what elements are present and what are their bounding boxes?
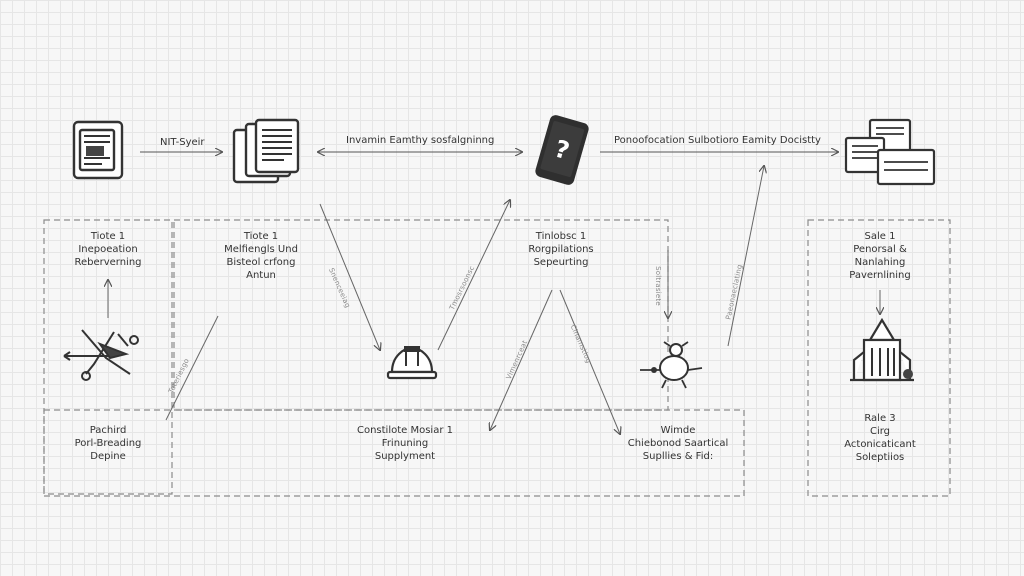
center-bottom-label: Constilote Mosiar 1 Frinuning Supplyment — [356, 425, 453, 462]
building-icon — [850, 318, 914, 382]
group-frame-left — [43, 219, 173, 495]
left-group-title: Tiote 1 Inepoeation Reberverning — [74, 231, 142, 268]
arrow-hat-to-phone — [437, 200, 510, 351]
top-label-3: Ponoofocation Sulbotioro Eamity Docistty — [614, 135, 821, 146]
edge-label: Soltrasiete — [653, 266, 662, 306]
drone-icon — [640, 341, 703, 389]
arrow-center-to-bottom — [490, 289, 553, 430]
group-frame-center — [173, 219, 669, 411]
center-right-group-title: Tinlobsc 1 Rorgpilations Sepeurting — [528, 231, 594, 268]
arrow-center-to-wimde — [559, 289, 620, 434]
hard-hat-icon — [386, 346, 438, 380]
forms-icon — [844, 118, 936, 186]
documents-icon — [232, 118, 300, 184]
top-label-1: NIT-Syeir — [160, 137, 205, 148]
arrow-docs-to-hat — [319, 203, 380, 350]
document-stack-icon — [72, 120, 124, 180]
scissors-tools-icon — [63, 329, 139, 381]
group-frame-right — [807, 219, 951, 497]
line-left-diagonal — [165, 315, 219, 421]
group-frame-bottom — [43, 409, 745, 497]
middle-left-group-title: Tiote 1 Melfiengls Und Bisteol crfong An… — [224, 231, 298, 281]
top-label-2: Invamin Eamthy sosfalgninng — [346, 135, 495, 146]
question-mobile-icon: ? — [535, 115, 589, 185]
left-group-bottom: Pachird Porl-Breading Depine — [74, 425, 142, 462]
right-group-title: Sale 1 Penorsal & Nanlahing Pavernlining — [849, 231, 911, 281]
arrow-drone-to-forms — [727, 166, 764, 347]
right-group-bottom: Rale 3 Cirg Actonicaticant Soleptiios — [844, 413, 916, 463]
center-right-bottom-label: Wimde Chiebonod Saartical Supllies & Fid… — [627, 425, 729, 462]
